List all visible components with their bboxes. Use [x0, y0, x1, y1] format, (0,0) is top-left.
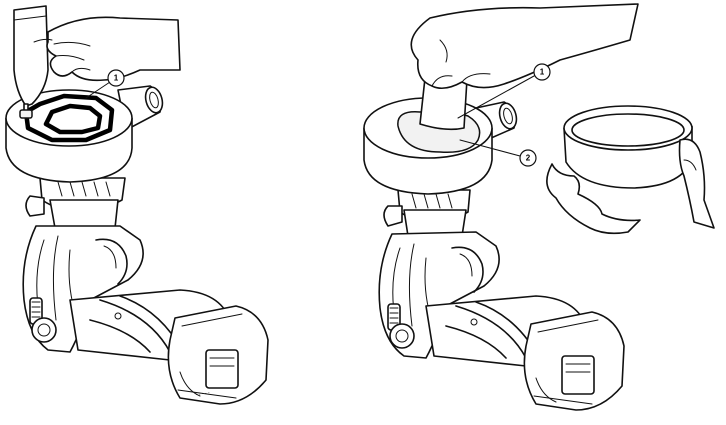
callout-label: 1	[114, 74, 119, 83]
callout-label: 1	[540, 68, 545, 77]
hand-holding-ring-right	[678, 138, 715, 229]
panel-attach-pad: 1 2	[363, 3, 715, 411]
polisher-tool-left: - - - - -	[22, 177, 269, 405]
callout-label: 2	[526, 154, 531, 163]
callout-1-right: 1	[457, 63, 551, 119]
svg-text:- - - - -: - - - - -	[195, 390, 210, 398]
polisher-tool-right	[378, 189, 625, 411]
hand-holding-ring-left	[546, 163, 641, 235]
adhesive-bottle	[13, 5, 49, 119]
callout-2-right: 2	[459, 139, 537, 167]
spare-pad-ring	[563, 105, 693, 189]
callout-1-left: 1	[85, 69, 125, 99]
panel-apply-adhesive: - - - - -	[5, 5, 269, 405]
hand-left	[33, 16, 181, 82]
adhesive-pattern	[23, 93, 115, 143]
hand-right	[410, 3, 639, 131]
